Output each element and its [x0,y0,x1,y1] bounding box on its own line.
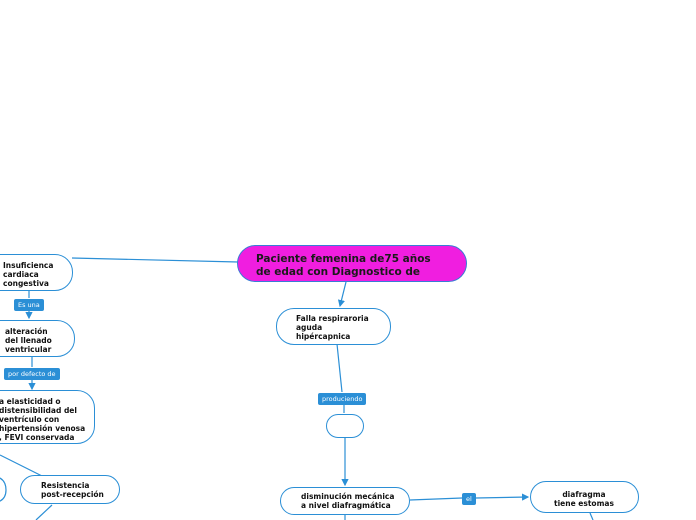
node-diafragma[interactable]: diafragma tiene estomas [530,481,639,513]
node-insuficiencia[interactable]: Insuficienca cardiaca congestiva [0,254,73,291]
node-disminucion[interactable]: disminución mecánica a nivel diafragmáti… [280,487,410,515]
node-diafragma-text: diafragma tiene estomas [554,490,614,508]
node-disminucion-text: disminución mecánica a nivel diafragmáti… [301,492,395,510]
label-el: el [462,493,476,505]
label-es-una: Es una [14,299,44,311]
node-empty[interactable] [326,414,364,438]
connector-falla-produciendo [336,343,343,393]
node-elasticidad-text: a elasticidad o distensibilidad del vent… [0,397,86,442]
node-alteracion[interactable]: alteración del llenado ventricular [0,320,75,357]
node-falla[interactable]: Falla respiraroria aguda hipércapnica [276,308,391,345]
node-resistencia[interactable]: Resistencia post-recepción [20,475,120,504]
partial-node-left [0,477,7,502]
node-elasticidad[interactable]: a elasticidad o distensibilidad del vent… [0,390,95,444]
connector-disminucion-el [409,497,463,501]
connector-elasticidad-resistencia [0,454,43,477]
label-por-defecto: por defecto de [4,368,60,380]
node-falla-text: Falla respiraroria aguda hipércapnica [296,314,369,341]
connector-diafragma-down [589,512,594,520]
node-resistencia-text: Resistencia post-recepción [41,481,104,499]
central-topic[interactable]: Paciente femenina de75 años de edad con … [237,245,467,282]
node-insuficiencia-text: Insuficienca cardiaca congestiva [3,261,54,288]
connector-central-insuficiencia [71,257,239,263]
central-topic-text: Paciente femenina de75 años de edad con … [256,253,431,278]
label-produciendo: produciendo [318,393,367,405]
node-alteracion-text: alteración del llenado ventricular [5,327,52,354]
connector-el-diafragma [475,493,530,501]
connector-resistencia-down [35,504,53,520]
connector-central-falla [337,281,347,308]
